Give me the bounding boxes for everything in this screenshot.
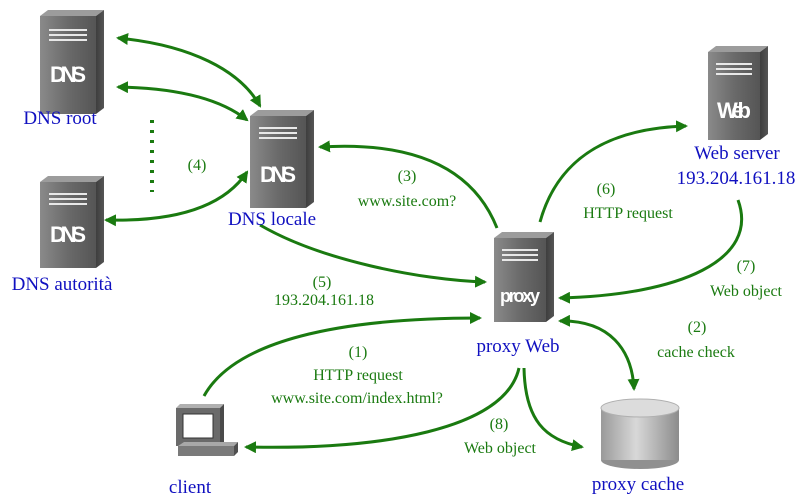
arrow-dns-autorita <box>104 170 249 227</box>
step-3-number: (3) <box>398 168 417 185</box>
arrow-query-dns-locale <box>318 140 499 229</box>
step-1-url: www.site.com/index.html? <box>271 390 443 407</box>
arrow-dns-root-lower <box>116 81 249 122</box>
step-5-number: (5) <box>313 274 332 291</box>
web-server-tag: Web <box>717 98 751 123</box>
step-7-text: Web object <box>710 283 783 300</box>
arrow-web-object-to-proxy <box>558 199 744 304</box>
step-labels: (4) (3) www.site.com? (5) 193.204.161.18… <box>188 157 783 457</box>
step-2-number: (2) <box>688 319 707 336</box>
proxy-server-icon: proxy <box>494 232 554 322</box>
web-server-ip: 193.204.161.18 <box>677 168 796 189</box>
dns-root-label: DNS root <box>23 108 97 129</box>
arrow-client-request <box>202 312 482 397</box>
step-8-number: (8) <box>490 416 509 433</box>
client-label: client <box>169 477 212 498</box>
arrow-dns-response <box>259 223 487 288</box>
dns-root-tag: DNS <box>50 62 86 87</box>
arrow-http-to-web-server <box>538 120 688 223</box>
client-computer-icon <box>176 404 238 456</box>
dns-autorita-label: DNS autorità <box>12 274 113 295</box>
arrow-cache-check <box>558 314 640 391</box>
dns-autorita-server-icon: DNS <box>40 176 104 268</box>
step-5-text: 193.204.161.18 <box>274 292 374 309</box>
arrow-to-cache <box>522 367 584 452</box>
dns-locale-label: DNS locale <box>228 209 316 230</box>
step-1-number: (1) <box>349 344 368 361</box>
cache-cylinder-icon <box>600 398 680 469</box>
dns-locale-tag: DNS <box>260 162 296 187</box>
step-8-text: Web object <box>464 440 537 457</box>
web-server-label: Web server <box>694 143 780 164</box>
step-1-text: HTTP request <box>313 367 403 384</box>
step-7-number: (7) <box>737 258 756 275</box>
step-4-number: (4) <box>188 157 207 174</box>
dns-autorita-tag: DNS <box>50 222 86 247</box>
arrow-to-client <box>244 367 521 454</box>
step-2-text: cache check <box>657 344 735 361</box>
dns-root-server-icon: DNS <box>40 10 104 114</box>
step-3-text: www.site.com? <box>358 193 457 210</box>
cache-label: proxy cache <box>592 474 684 495</box>
proxy-tag: proxy <box>500 286 540 306</box>
step-6-number: (6) <box>597 181 616 198</box>
dns-locale-server-icon: DNS <box>250 110 314 208</box>
step-6-text: HTTP request <box>583 205 673 222</box>
arrow-dns-root-upper <box>116 32 262 108</box>
proxy-label: proxy Web <box>476 336 559 357</box>
arrows <box>104 32 744 454</box>
web-server-icon: Web <box>708 46 768 140</box>
